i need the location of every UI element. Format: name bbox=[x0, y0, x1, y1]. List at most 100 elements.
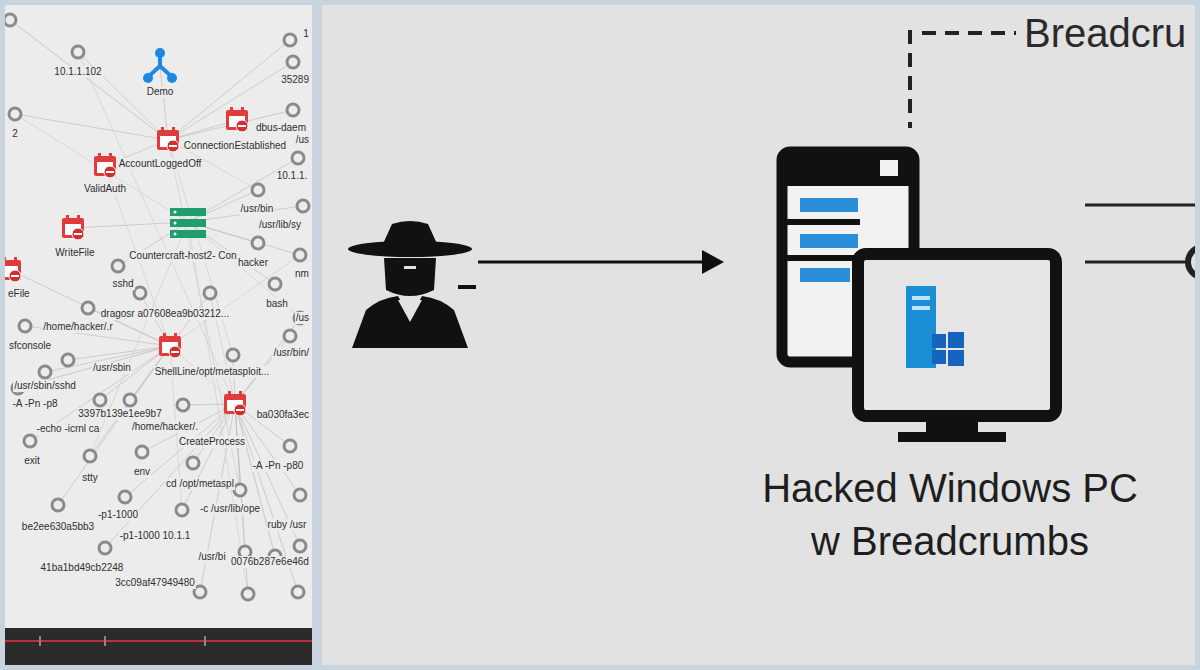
host-icon bbox=[170, 230, 206, 238]
graph-vertex bbox=[5, 14, 309, 600]
demo-icon bbox=[143, 48, 177, 83]
graph-label: /home/hacker/.r bbox=[42, 321, 113, 333]
graph-label: AccountLoggedOff bbox=[118, 158, 203, 170]
event-icon bbox=[104, 166, 116, 178]
graph-vertex bbox=[194, 586, 206, 598]
graph-link bbox=[182, 404, 235, 510]
graph-label: /usr/sbin/sshd bbox=[13, 380, 77, 392]
graph-label: hacker bbox=[237, 257, 269, 269]
server-icon bbox=[782, 152, 914, 186]
monitor-icon bbox=[858, 254, 1056, 416]
demo-icon bbox=[167, 73, 177, 83]
monitor-icon bbox=[906, 286, 936, 368]
server-icon bbox=[800, 268, 850, 282]
hacker-icon bbox=[348, 241, 472, 257]
event-icon bbox=[234, 404, 246, 416]
graph-label: eFile bbox=[7, 288, 31, 300]
graph-links bbox=[10, 20, 303, 594]
event-icon bbox=[172, 127, 175, 132]
event-icon bbox=[228, 391, 231, 396]
network-line bbox=[1085, 204, 1195, 207]
graph-label: /usr/bi bbox=[197, 551, 226, 563]
event-icon bbox=[239, 391, 242, 396]
hacker-icon bbox=[398, 300, 422, 322]
event-icon bbox=[157, 127, 179, 152]
graph-vertex bbox=[119, 491, 131, 503]
graph-vertex bbox=[62, 354, 74, 366]
graph-vertex bbox=[252, 184, 264, 196]
graph-label: WriteFile bbox=[54, 247, 95, 259]
monitor-icon bbox=[948, 332, 964, 348]
graph-vertex bbox=[5, 14, 16, 26]
graph-label: -echo -icrnl ca bbox=[36, 423, 101, 435]
graph-screen bbox=[5, 5, 312, 665]
hacker-icon bbox=[352, 296, 468, 348]
graph-label: sshd bbox=[111, 278, 134, 290]
graph-screen bbox=[104, 636, 106, 646]
hacker-icon bbox=[414, 264, 434, 274]
server-icon bbox=[800, 234, 858, 248]
slide bbox=[322, 5, 1195, 665]
attack-arrow bbox=[478, 250, 724, 274]
graph-link bbox=[188, 222, 248, 594]
graph-vertex bbox=[294, 249, 306, 261]
monitor-icon bbox=[932, 350, 946, 364]
hacker-icon bbox=[348, 221, 476, 348]
graph-vertex bbox=[72, 46, 84, 58]
server-icon bbox=[782, 255, 860, 261]
graph-label: -p1-1000 10.1.1 bbox=[119, 530, 192, 542]
graph-vertex bbox=[204, 287, 216, 299]
attack-arrow bbox=[702, 250, 724, 274]
graph-label: cd /opt/metaspl bbox=[165, 478, 235, 490]
graph-label: -c /usr/lib/ope bbox=[199, 503, 261, 515]
graph-vertex bbox=[294, 489, 306, 501]
event-icon bbox=[77, 215, 80, 220]
graph-vertex bbox=[294, 540, 306, 552]
graph-label: Demo bbox=[146, 86, 175, 98]
graph-label: /usr/lib/sy bbox=[258, 219, 302, 231]
event-icon bbox=[5, 257, 21, 282]
event-icon bbox=[224, 391, 246, 416]
event-icon bbox=[5, 257, 6, 262]
event-icon bbox=[9, 270, 21, 282]
graph-label: ValidAuth bbox=[83, 183, 127, 195]
graph-vertex bbox=[112, 260, 124, 272]
graph-vertex bbox=[94, 394, 106, 406]
computer-node: Hacked Windows PC w Breadcrumbs bbox=[750, 462, 1150, 568]
event-icon bbox=[169, 145, 177, 147]
graph-label: bash bbox=[265, 298, 289, 310]
demo-icon bbox=[155, 48, 165, 58]
event-icon bbox=[109, 153, 112, 158]
graph-label: 10.1.1. bbox=[276, 170, 309, 182]
event-icon bbox=[236, 120, 248, 132]
event-icon bbox=[236, 409, 244, 411]
graph-label: -A -Pn -p8 bbox=[11, 398, 58, 410]
graph-label: /usr/bin bbox=[240, 203, 275, 215]
graph-label: /us bbox=[295, 134, 310, 146]
monitor-icon bbox=[912, 296, 930, 300]
event-icon bbox=[241, 107, 244, 112]
graph-label: ruby /usr bbox=[267, 519, 308, 531]
graph-screen bbox=[204, 636, 206, 646]
breadcrumb-title: Breadcru bbox=[1022, 10, 1188, 56]
hacker-icon bbox=[404, 266, 416, 269]
event-icon bbox=[62, 215, 84, 240]
network-line bbox=[1188, 247, 1195, 277]
graph-vertex bbox=[284, 34, 296, 46]
graph-vertex bbox=[284, 330, 296, 342]
breadcrumb-link bbox=[922, 31, 1016, 35]
graph-label: CreateProcess bbox=[178, 436, 246, 448]
host-icon bbox=[170, 219, 206, 227]
graph-vertex bbox=[297, 200, 309, 212]
event-icon bbox=[66, 215, 69, 220]
graph-vertex bbox=[9, 108, 21, 120]
graph-link bbox=[235, 318, 300, 404]
graph-label: be2ee630a5bb3 bbox=[21, 521, 95, 533]
graph-link bbox=[160, 66, 168, 140]
graph-link bbox=[235, 404, 275, 556]
graph-vertex bbox=[176, 504, 188, 516]
graph-vertex bbox=[39, 366, 51, 378]
graph-label: /usr/sbin bbox=[92, 362, 132, 374]
graph-label: -A -Pn -p80 bbox=[252, 460, 305, 472]
event-icon bbox=[11, 275, 19, 277]
